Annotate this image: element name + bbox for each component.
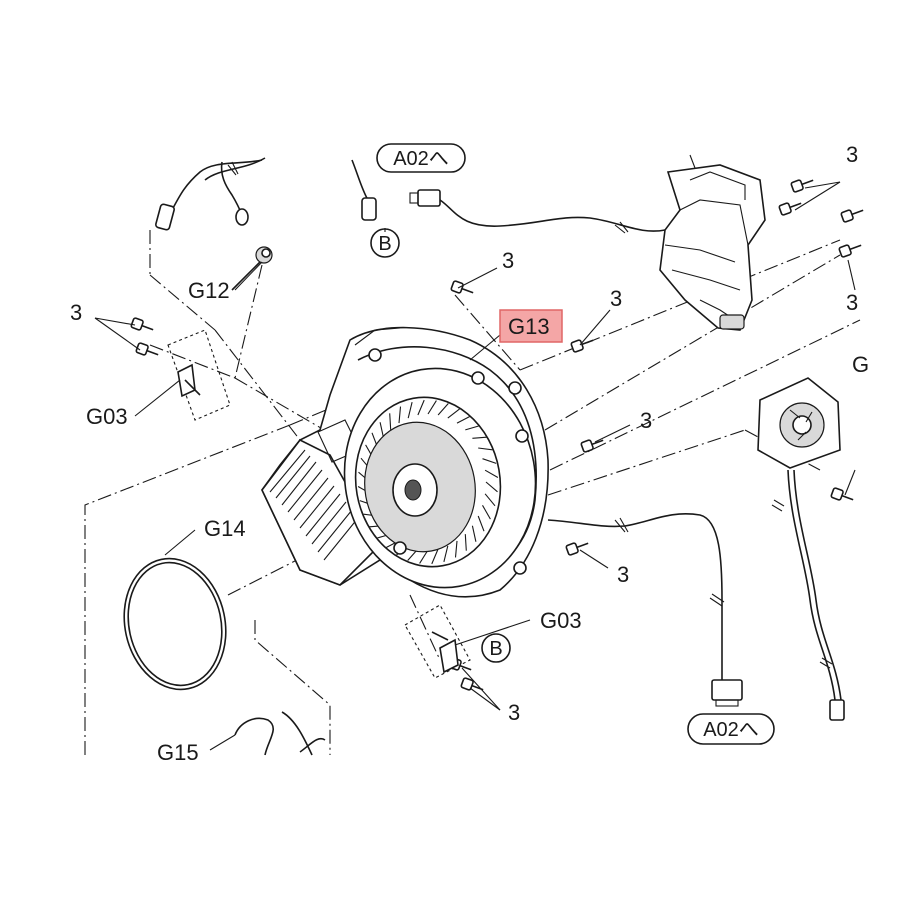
impeller-blade: [465, 425, 480, 431]
impeller-blade: [427, 400, 437, 415]
impeller-blade: [477, 515, 485, 532]
screw-icon: [838, 244, 862, 258]
label-screw-mid-right: 3: [640, 408, 652, 433]
cooling-fan: [757, 377, 845, 721]
label-leaders: [94, 181, 856, 751]
g13-highlight-box: [499, 309, 563, 343]
screw-icon: [778, 202, 802, 216]
label-screw-bottom: 3: [508, 700, 520, 725]
impeller-blade: [398, 406, 402, 424]
blower-harness: [547, 513, 743, 707]
label-g13: G13: [508, 314, 550, 339]
connector-icon: [361, 197, 377, 221]
impeller-blade: [389, 413, 392, 430]
impeller-blade: [417, 399, 425, 416]
label-screw-g13: 3: [610, 286, 622, 311]
label-screw-top: 3: [502, 248, 514, 273]
connector-icon: [711, 679, 743, 701]
gasket-ring: [123, 557, 227, 691]
label-screw-lower-right: 3: [617, 562, 629, 587]
impeller-blade: [478, 447, 493, 451]
label-g-partial: G: [852, 352, 869, 377]
screw-icon: [565, 542, 589, 556]
label-g12: G12: [188, 278, 230, 303]
top-center-wire: [351, 159, 386, 232]
screws: [130, 179, 864, 691]
ref-b-top-label: B: [378, 233, 391, 255]
label-screw-left: 3: [70, 300, 82, 325]
impeller-blade: [482, 458, 497, 464]
connector-icon: [417, 189, 441, 207]
impeller-blade: [443, 545, 449, 563]
impeller-blade: [419, 549, 429, 564]
impeller-blade: [456, 415, 471, 424]
screw-icon: [570, 339, 594, 353]
connector-a02-bottom-label: A02へ: [703, 719, 759, 741]
impeller-blade: [407, 401, 413, 419]
connector-icon: [829, 699, 845, 721]
impeller-blade: [472, 436, 487, 439]
ref-b-bottom: B: [481, 633, 511, 663]
terminal-icon: [235, 208, 249, 226]
label-g14: G14: [204, 516, 246, 541]
connector-a02-top-label: A02へ: [393, 148, 449, 170]
ref-b-top: B: [370, 228, 400, 258]
ref-b-bottom-label: B: [489, 638, 502, 660]
thermal-fuse-left: [177, 363, 201, 398]
impeller-blade: [484, 493, 496, 507]
impeller-blade: [485, 481, 498, 493]
connector-a02-bottom: A02へ: [687, 713, 775, 745]
label-screw-right: 3: [846, 290, 858, 315]
label-g03-bottom: G03: [540, 608, 582, 633]
impeller-blade: [431, 548, 439, 565]
screw-icon: [135, 342, 159, 356]
impeller-blade: [437, 403, 449, 416]
impeller-blade: [482, 505, 491, 520]
bottom-left-wire: [234, 711, 326, 756]
impeller-blade: [464, 534, 467, 551]
impeller-blade: [454, 540, 458, 558]
screw-icon: [790, 179, 814, 193]
impeller-blade: [484, 469, 499, 478]
connector-a02-top: A02へ: [376, 143, 466, 173]
screw-icon: [840, 209, 864, 223]
dotted-detail-boxes: [167, 329, 471, 679]
screw-icon: [130, 317, 154, 331]
label-screw-right-partial: 3: [846, 142, 858, 167]
connector-icon: [155, 203, 175, 231]
thermal-fuse-bottom: [431, 631, 459, 674]
blower-assembly: [261, 326, 549, 598]
screw-icon: [830, 487, 854, 501]
screw-icon: [450, 280, 474, 294]
label-g15: G15: [157, 740, 199, 765]
screw-icon: [580, 439, 604, 453]
impeller-blade: [471, 525, 477, 542]
label-g03-left: G03: [86, 404, 128, 429]
top-left-wire-harness: [155, 157, 273, 291]
impeller-blade: [447, 408, 460, 419]
top-right-bracket: [659, 154, 766, 331]
